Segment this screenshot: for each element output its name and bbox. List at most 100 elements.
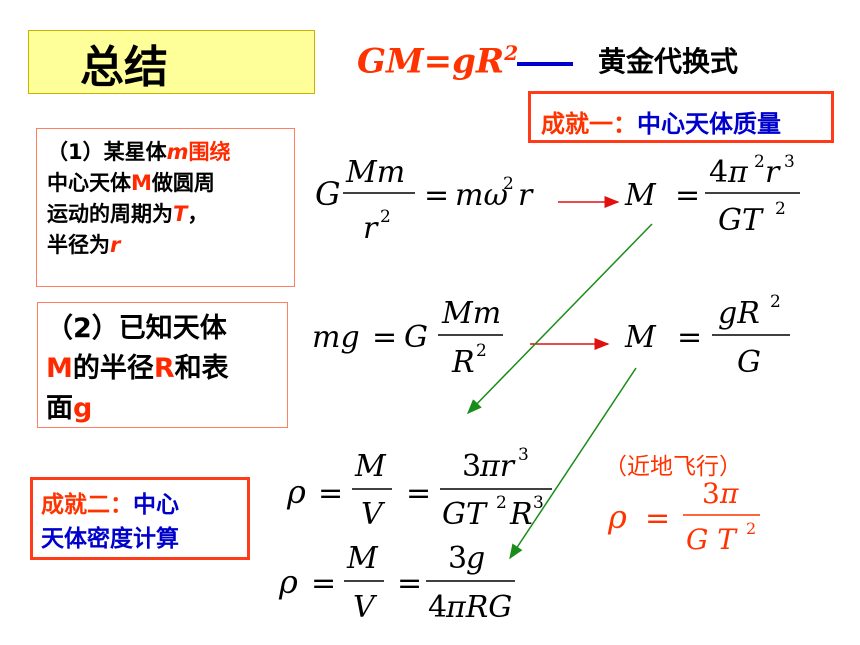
cond1-text: 中心天体 bbox=[47, 171, 131, 195]
arrow-down-left-icon bbox=[509, 367, 637, 560]
svg-text:πr: πr bbox=[479, 449, 516, 484]
svg-text:3: 3 bbox=[533, 493, 544, 513]
title-box bbox=[28, 30, 315, 94]
cond1-radius-r: r bbox=[110, 233, 121, 257]
svg-text:=: = bbox=[311, 566, 336, 601]
svg-text:3: 3 bbox=[518, 445, 529, 465]
golden-label: 黄金代换式 bbox=[598, 45, 739, 78]
achievement-two-prefix: 成就二： bbox=[41, 492, 133, 518]
cond1-orbit-word: 围绕 bbox=[188, 140, 231, 164]
svg-text:π: π bbox=[719, 477, 739, 510]
svg-text:4: 4 bbox=[709, 155, 728, 190]
svg-text:M: M bbox=[354, 449, 387, 484]
cond1-period-T: T bbox=[173, 202, 188, 226]
svg-text:3: 3 bbox=[784, 152, 795, 172]
svg-text:GT: GT bbox=[718, 203, 764, 238]
cond2-radius-R: R bbox=[153, 353, 175, 384]
cond2-mass-M: M bbox=[46, 353, 73, 384]
cond2-text: 的半径 bbox=[72, 353, 154, 384]
condition-two-box: （2）已知天体 M的半径R和表 面g bbox=[37, 302, 288, 428]
golden-formula-exponent: 2 bbox=[504, 41, 519, 65]
achievement-two-text: 中心 bbox=[133, 492, 179, 518]
svg-text:GT: GT bbox=[442, 497, 488, 532]
svg-text:M: M bbox=[346, 541, 379, 576]
achievement-one-text: 中心天体质量 bbox=[637, 110, 781, 138]
cond1-text: 做圆周 bbox=[151, 171, 215, 195]
svg-text:2: 2 bbox=[476, 341, 487, 361]
svg-text:gR: gR bbox=[718, 296, 760, 331]
cond2-gravity-g: g bbox=[73, 393, 93, 424]
svg-text:G T: G T bbox=[686, 523, 738, 556]
svg-text:2: 2 bbox=[754, 152, 765, 172]
svg-text:πRG: πRG bbox=[445, 590, 512, 625]
svg-text:2: 2 bbox=[380, 207, 391, 227]
svg-text:=: = bbox=[397, 566, 422, 601]
svg-text:3: 3 bbox=[448, 541, 467, 576]
svg-text:=: = bbox=[675, 178, 700, 213]
svg-text:G: G bbox=[404, 320, 428, 355]
cond1-mass-M: M bbox=[131, 171, 152, 195]
svg-text:4: 4 bbox=[428, 590, 447, 625]
cond1-text: 半径为 bbox=[47, 233, 110, 257]
svg-text:2: 2 bbox=[496, 493, 507, 513]
equation-density-orbit: ρ = M V = 3 πr 3 GT 2 R 3 bbox=[286, 445, 552, 532]
achievement-two-box: 成就二：中心 天体密度计算 bbox=[30, 477, 250, 560]
svg-text:V: V bbox=[361, 497, 386, 532]
cond1-mass-m: m bbox=[166, 140, 189, 164]
svg-text:3: 3 bbox=[702, 477, 720, 510]
svg-text:2: 2 bbox=[746, 519, 756, 538]
svg-text:2: 2 bbox=[770, 292, 781, 312]
svg-text:=: = bbox=[645, 501, 670, 536]
cond1-text: 运动的周期为 bbox=[47, 202, 173, 226]
svg-text:g: g bbox=[466, 541, 485, 576]
equation-surface-gravity: mg = G Mm R 2 bbox=[312, 296, 503, 380]
svg-text:=: = bbox=[406, 476, 431, 511]
svg-text:Mm: Mm bbox=[441, 296, 501, 331]
svg-text:R: R bbox=[509, 497, 533, 532]
svg-text:G: G bbox=[737, 345, 761, 380]
achievement-one-box: 成就一：中心天体质量 bbox=[528, 91, 834, 143]
svg-text:mg: mg bbox=[312, 320, 360, 355]
svg-text:2: 2 bbox=[503, 174, 514, 194]
svg-text:r: r bbox=[518, 178, 534, 213]
svg-text:ρ: ρ bbox=[286, 473, 306, 511]
svg-text:=: = bbox=[424, 178, 449, 213]
condition-one-box: （1）某星体m围绕 中心天体M做圆周 运动的周期为T， 半径为r bbox=[36, 128, 295, 287]
equation-mass-result: M = 4 π 2 r 3 GT 2 bbox=[624, 152, 800, 238]
svg-text:r: r bbox=[363, 211, 379, 246]
near-earth-label: （近地飞行） bbox=[604, 454, 742, 480]
achievement-two-text: 天体密度计算 bbox=[41, 526, 179, 552]
equation-orbit: G Mm r 2 = mω 2 r bbox=[315, 155, 534, 246]
equation-mass-gravity: M = gR 2 G bbox=[624, 292, 790, 380]
divider-line bbox=[517, 62, 573, 66]
svg-text:G: G bbox=[315, 175, 341, 213]
svg-text:π: π bbox=[727, 155, 749, 190]
equation-density-near-earth: ρ = 3 π G T 2 bbox=[607, 477, 760, 556]
svg-text:V: V bbox=[353, 590, 378, 625]
svg-text:r: r bbox=[765, 155, 781, 190]
svg-text:ρ: ρ bbox=[278, 563, 298, 601]
page-title: 总结 bbox=[80, 42, 168, 93]
svg-text:ρ: ρ bbox=[607, 498, 627, 536]
arrow-down-left-icon bbox=[466, 223, 653, 415]
svg-text:M: M bbox=[624, 320, 657, 355]
svg-text:=: = bbox=[372, 320, 397, 355]
svg-text:3: 3 bbox=[462, 449, 481, 484]
svg-text:=: = bbox=[318, 476, 343, 511]
svg-text:Mm: Mm bbox=[345, 155, 405, 190]
svg-text:2: 2 bbox=[775, 199, 786, 219]
cond1-text: （1）某星体 bbox=[47, 140, 167, 164]
svg-text:R: R bbox=[451, 345, 475, 380]
golden-formula-lhs: GM=gR bbox=[357, 41, 505, 82]
cond2-text: 和表 bbox=[174, 353, 229, 384]
svg-text:=: = bbox=[677, 320, 702, 355]
cond2-text: （2）已知天体 bbox=[46, 313, 227, 344]
cond2-text: 面 bbox=[46, 393, 73, 424]
svg-text:mω: mω bbox=[455, 178, 508, 213]
achievement-one-prefix: 成就一： bbox=[541, 110, 637, 138]
equation-density-gravity: ρ = M V = 3 g 4 πRG bbox=[278, 541, 515, 625]
golden-formula: GM=gR2 bbox=[357, 41, 518, 81]
svg-text:M: M bbox=[624, 178, 657, 213]
cond1-text: ， bbox=[187, 202, 209, 226]
